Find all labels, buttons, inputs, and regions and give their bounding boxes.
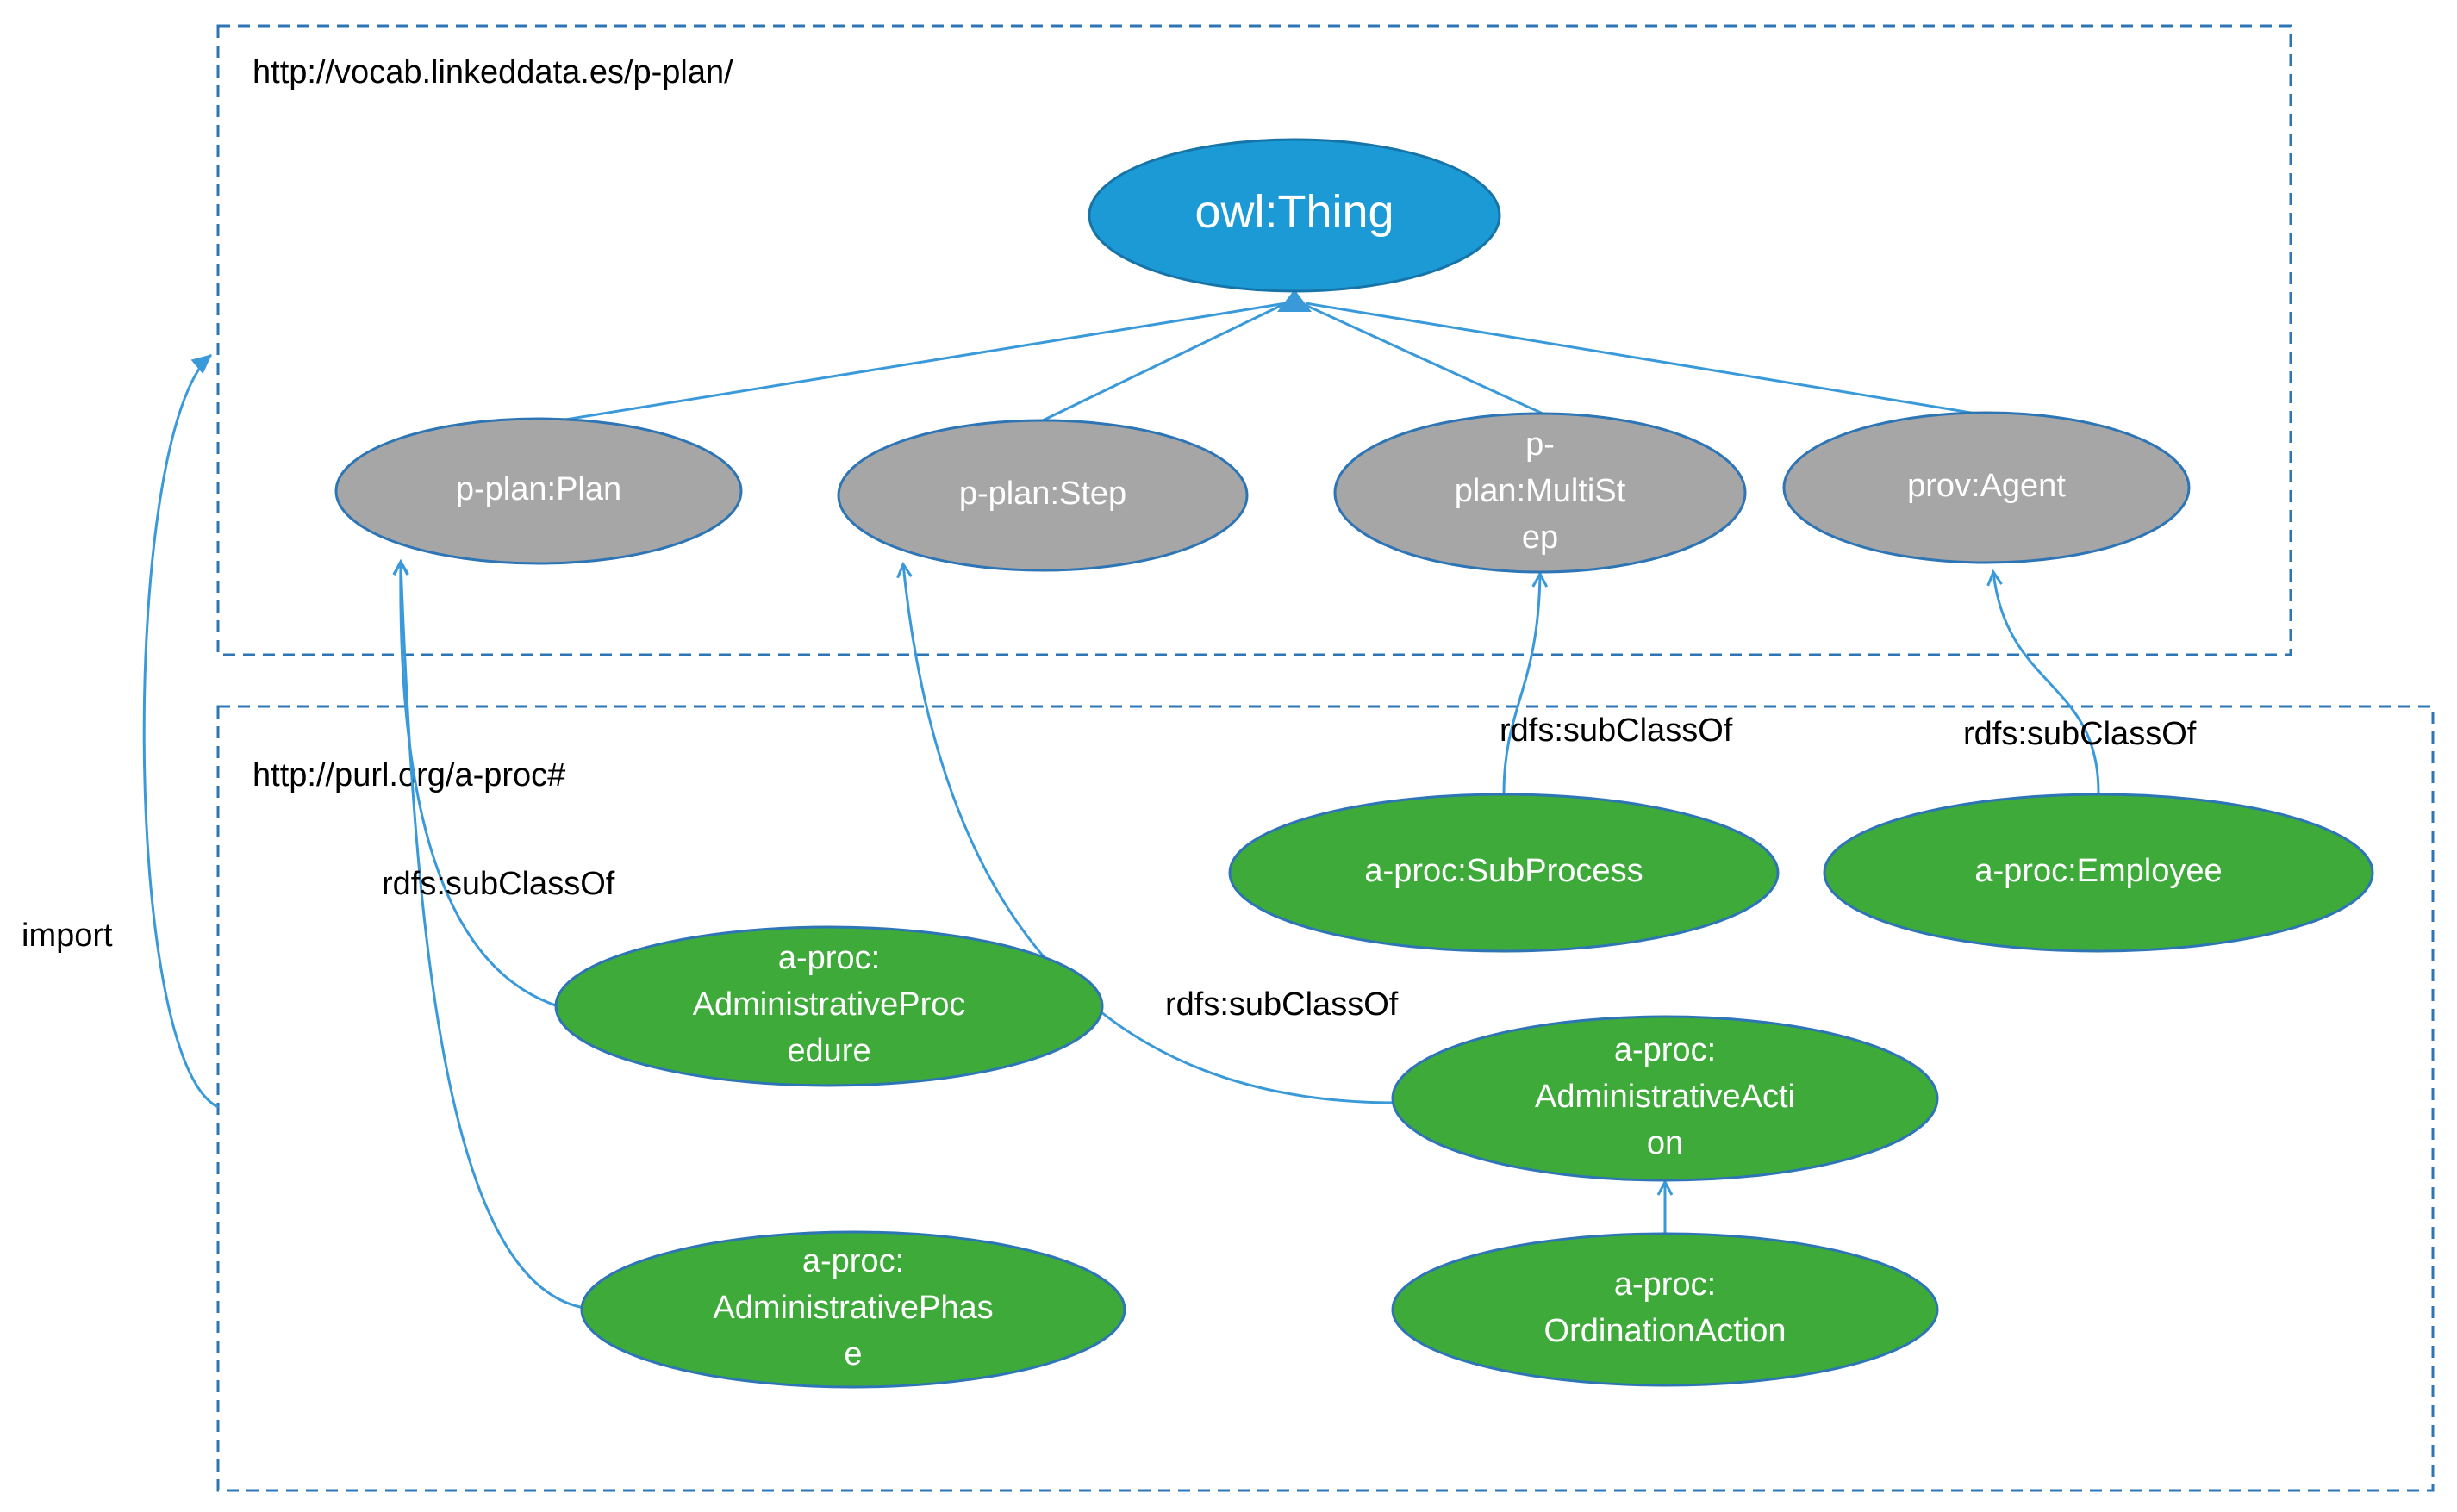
edge-phase-plan xyxy=(401,562,585,1310)
node-label-line: owl:Thing xyxy=(1194,186,1394,238)
node-label-line: AdministrativeActi xyxy=(1535,1079,1795,1115)
generalization-arrowhead xyxy=(1277,289,1312,312)
node-label-line: p-plan:Step xyxy=(959,476,1126,512)
node-label-line: a-proc: xyxy=(802,1243,904,1279)
node-aproc-administrative-phase-label: a-proc: AdministrativePhas e xyxy=(713,1243,993,1372)
node-pplan-step: p-plan:Step xyxy=(837,419,1249,572)
node-pplan-plan: p-plan:Plan xyxy=(334,417,743,565)
edge-step-thing xyxy=(1042,302,1287,422)
node-label-line: edure xyxy=(787,1033,870,1069)
import-arrow xyxy=(142,353,219,1109)
node-label-line: a-proc:SubProcess xyxy=(1364,853,1643,889)
edge-plan-thing xyxy=(538,302,1287,426)
node-prov-agent: prov:Agent xyxy=(1782,411,2191,564)
node-aproc-employee-label: a-proc:Employee xyxy=(1974,853,2222,889)
subclass-label-subprocess: rdfs:subClassOf xyxy=(1500,712,1733,749)
edge-agent-thing xyxy=(1305,302,1987,417)
node-label-line: AdministrativePhas xyxy=(713,1290,993,1326)
node-label-line: a-proc: xyxy=(1614,1266,1716,1303)
edge-employee-agent xyxy=(1993,572,2100,793)
pplan-namespace-box xyxy=(216,24,2292,656)
node-label-line: p-plan:Plan xyxy=(456,471,621,507)
node-pplan-step-label: p-plan:Step xyxy=(959,476,1126,512)
node-aproc-administrative-procedure-label: a-proc: AdministrativeProc edure xyxy=(693,940,966,1069)
aproc-namespace-box xyxy=(216,705,2435,1492)
node-aproc-subprocess-label: a-proc:SubProcess xyxy=(1364,853,1643,889)
node-aproc-administrative-phase: a-proc: AdministrativePhas e xyxy=(580,1230,1126,1389)
node-aproc-ordination-action-label: a-proc: OrdinationAction xyxy=(1544,1266,1787,1349)
node-label-line: p- xyxy=(1525,426,1555,463)
node-aproc-administrative-procedure: a-proc: AdministrativeProc edure xyxy=(554,925,1104,1087)
edge-subprocess-multistep xyxy=(1502,574,1540,795)
edge-multistep-thing xyxy=(1300,302,1543,415)
node-label-line: a-proc:Employee xyxy=(1974,853,2222,889)
node-label-line: AdministrativeProc xyxy=(693,986,966,1023)
node-pplan-multistep-label: p-plan:MultiSt ep xyxy=(1455,426,1626,556)
node-aproc-administrative-action-label: a-proc: AdministrativeActi on xyxy=(1535,1032,1795,1161)
node-prov-agent-label: prov:Agent xyxy=(1907,468,2066,504)
node-label-line: on xyxy=(1647,1125,1683,1161)
node-label-line: plan:MultiSt xyxy=(1455,473,1626,509)
node-pplan-multistep: p-plan:MultiSt ep xyxy=(1333,412,1747,574)
subclass-label-action: rdfs:subClassOf xyxy=(1165,986,1399,1023)
node-aproc-ordination-action: a-proc: OrdinationAction xyxy=(1391,1232,1939,1387)
node-owl-thing: owl:Thing xyxy=(1088,138,1501,293)
node-pplan-plan-label: p-plan:Plan xyxy=(456,471,621,507)
node-aproc-employee: a-proc:Employee xyxy=(1823,793,2374,953)
node-aproc-administrative-action: a-proc: AdministrativeActi on xyxy=(1391,1015,1939,1182)
node-label-line: prov:Agent xyxy=(1907,468,2066,504)
node-label-line: e xyxy=(844,1336,862,1372)
node-aproc-subprocess: a-proc:SubProcess xyxy=(1228,793,1780,953)
node-label-line: ep xyxy=(1522,520,1558,556)
subclass-label-procedure: rdfs:subClassOf xyxy=(382,866,615,902)
edge-procedure-plan xyxy=(401,562,559,1008)
node-owl-thing-label: owl:Thing xyxy=(1194,186,1394,238)
node-label-line: a-proc: xyxy=(1614,1032,1716,1068)
node-label-line: a-proc: xyxy=(778,940,880,976)
node-label-line: OrdinationAction xyxy=(1544,1313,1787,1349)
aproc-namespace-label: http://purl.org/a-proc# xyxy=(253,757,565,793)
pplan-namespace-label: http://vocab.linkeddata.es/p-plan/ xyxy=(253,54,733,90)
subclass-label-employee: rdfs:subClassOf xyxy=(1963,716,2197,752)
import-label: import xyxy=(22,918,113,954)
